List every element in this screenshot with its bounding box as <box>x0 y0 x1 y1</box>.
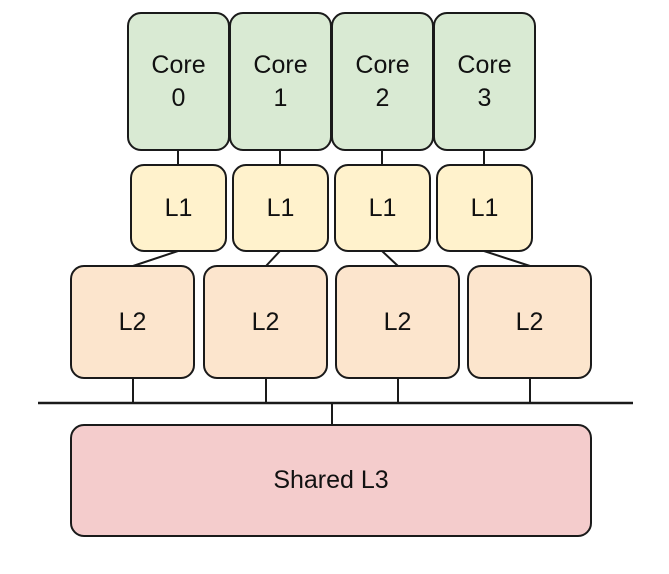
l1-label: L1 <box>368 193 397 222</box>
l2-cache-box-2: L2 <box>335 265 460 379</box>
core-label: Core <box>457 50 512 79</box>
l3-label: Shared L3 <box>273 466 389 494</box>
l1-label: L1 <box>266 193 295 222</box>
l1-label: L1 <box>164 193 193 222</box>
l2-cache-box-3: L2 <box>467 265 592 379</box>
l2-label: L2 <box>118 307 147 336</box>
core-box-0: Core 0 <box>127 12 230 151</box>
l2-label: L2 <box>251 307 280 336</box>
l1-cache-box-2: L1 <box>334 164 431 252</box>
l1-cache-box-3: L1 <box>436 164 533 252</box>
l2-label: L2 <box>383 307 412 336</box>
shared-l3-cache-box: Shared L3 <box>70 424 592 537</box>
core-number: 2 <box>375 83 390 112</box>
l1-cache-box-0: L1 <box>130 164 227 252</box>
core-number: 1 <box>273 83 288 112</box>
l2-label: L2 <box>515 307 544 336</box>
core-number: 3 <box>477 83 492 112</box>
core-box-3: Core 3 <box>433 12 536 151</box>
core-label: Core <box>253 50 308 79</box>
core-label: Core <box>151 50 206 79</box>
l1-label: L1 <box>470 193 499 222</box>
l1-cache-box-1: L1 <box>232 164 329 252</box>
core-box-2: Core 2 <box>331 12 434 151</box>
core-box-1: Core 1 <box>229 12 332 151</box>
link-l1-1-l2 <box>265 250 281 267</box>
core-label: Core <box>355 50 410 79</box>
l2-cache-box-1: L2 <box>203 265 328 379</box>
l2-cache-box-0: L2 <box>70 265 195 379</box>
link-l1-2-l2 <box>381 250 399 267</box>
link-l1-3-l2 <box>483 250 531 267</box>
core-number: 0 <box>171 83 186 112</box>
link-l1-0-l2 <box>132 250 179 267</box>
